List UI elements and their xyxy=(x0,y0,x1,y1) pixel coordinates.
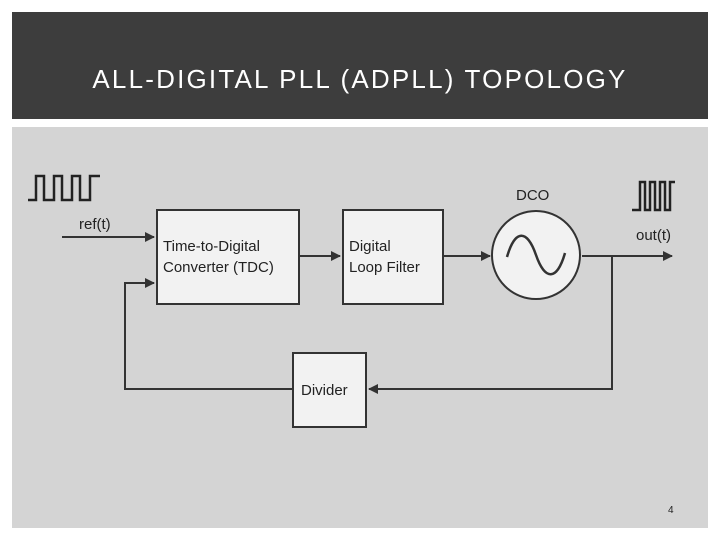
output-label: out(t) xyxy=(636,227,672,244)
tdc-label-line1: Time-to-Digital xyxy=(163,238,260,255)
page-number: 4 xyxy=(668,505,674,516)
tdc-block xyxy=(156,209,300,305)
ref-input-label: ref(t) xyxy=(79,216,111,233)
divider-block xyxy=(292,352,367,428)
loop-filter-label-line2: Loop Filter xyxy=(349,259,420,276)
loop-filter-block xyxy=(342,209,444,305)
tdc-label-line2: Converter (TDC) xyxy=(163,259,274,276)
loop-filter-label-line1: Digital xyxy=(349,238,391,255)
divider-label: Divider xyxy=(301,382,348,399)
divider-to-tdc-arrow xyxy=(124,278,294,390)
slide-title: ALL-DIGITAL PLL (ADPLL) TOPOLOGY xyxy=(92,64,628,94)
sine-wave-icon xyxy=(505,234,567,276)
dco-label: DCO xyxy=(516,187,550,204)
title-bar: ALL-DIGITAL PLL (ADPLL) TOPOLOGY xyxy=(12,12,708,119)
output-square-wave-icon xyxy=(632,180,675,212)
feedback-to-divider-arrow xyxy=(368,256,613,394)
input-square-wave-icon xyxy=(28,174,100,202)
diagram-area xyxy=(12,127,708,528)
